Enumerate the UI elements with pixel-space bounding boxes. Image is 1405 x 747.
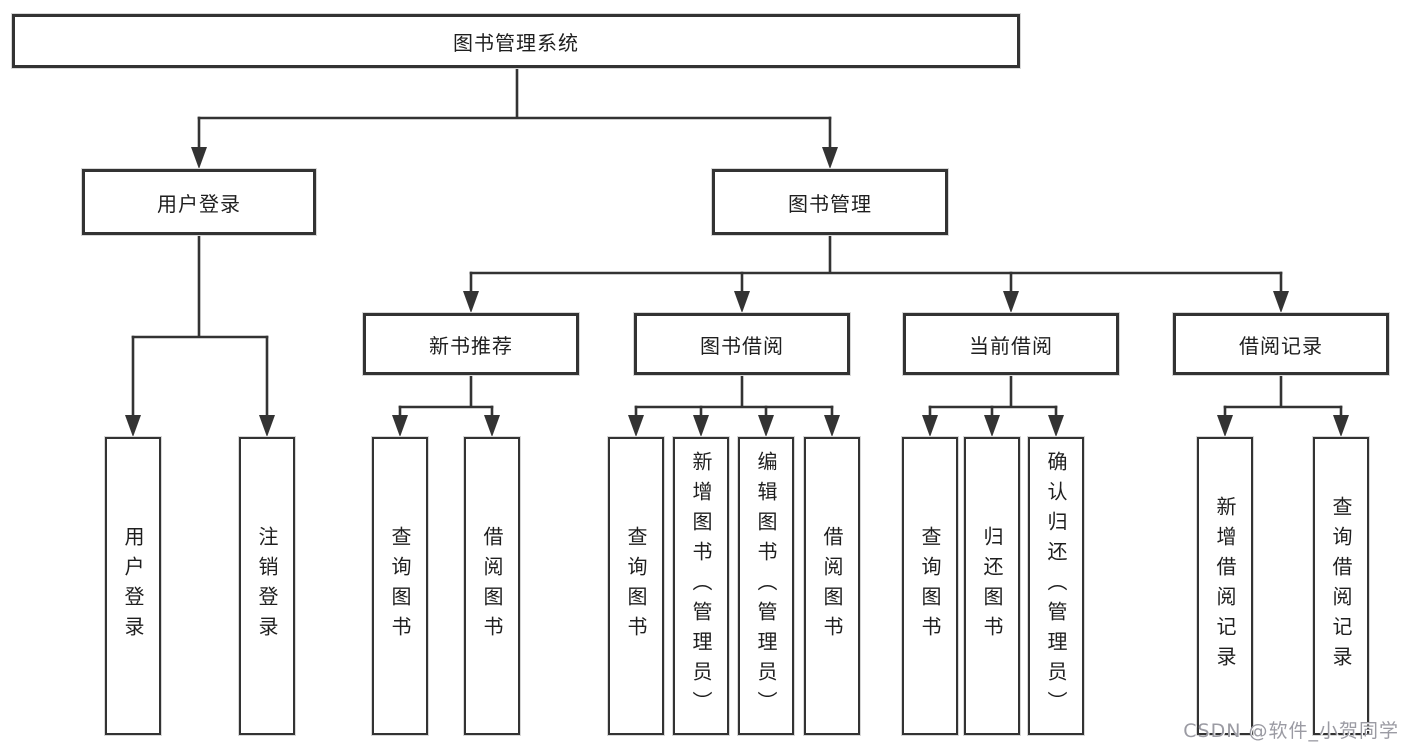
leaf-add-book-admin: 新增图书（管理员）: [673, 437, 729, 735]
leaf-borrow-books-recommend-label: 借阅图书: [480, 526, 504, 646]
leaf-borrow-books: 借阅图书: [804, 437, 860, 735]
leaf-return-books: 归还图书: [964, 437, 1020, 735]
leaf-query-borrow-record-label: 查询借阅记录: [1329, 496, 1353, 676]
connector-new-book-recommend-to-leaves: [392, 373, 500, 437]
leaf-confirm-return-admin-label: 确认归还（管理员）: [1044, 451, 1068, 721]
csdn-watermark: CSDN @软件_小贺同学: [1183, 720, 1399, 742]
leaf-return-books-label: 归还图书: [980, 526, 1004, 646]
leaf-add-book-admin-label: 新增图书（管理员）: [689, 451, 713, 721]
connector-book-borrowing-to-leaves: [628, 373, 840, 437]
node-library-management-system: 图书管理系统: [12, 14, 1020, 68]
node-new-book-recommend: 新书推荐: [363, 313, 579, 375]
leaf-edit-book-admin: 编辑图书（管理员）: [738, 437, 794, 735]
leaf-query-borrow-record: 查询借阅记录: [1313, 437, 1369, 735]
leaf-confirm-return-admin: 确认归还（管理员）: [1028, 437, 1084, 735]
node-book-borrowing: 图书借阅: [634, 313, 850, 375]
leaf-user-login: 用户登录: [105, 437, 161, 735]
node-user-login: 用户登录: [82, 169, 316, 235]
leaf-add-borrow-record-label: 新增借阅记录: [1213, 496, 1237, 676]
leaf-borrow-books-label: 借阅图书: [820, 526, 844, 646]
leaf-edit-book-admin-label: 编辑图书（管理员）: [754, 451, 778, 721]
leaf-borrow-books-recommend: 借阅图书: [464, 437, 520, 735]
leaf-query-books-borrowing: 查询图书: [608, 437, 664, 735]
connector-book-mgmt-to-level3: [463, 233, 1289, 313]
leaf-logout-label: 注销登录: [255, 526, 279, 646]
connector-user-login-to-leaves: [125, 233, 275, 437]
leaf-query-books-recommend: 查询图书: [372, 437, 428, 735]
leaf-add-borrow-record: 新增借阅记录: [1197, 437, 1253, 735]
leaf-query-books-recommend-label: 查询图书: [388, 526, 412, 646]
connector-borrowing-records-to-leaves: [1217, 373, 1349, 437]
node-current-borrowing: 当前借阅: [903, 313, 1119, 375]
node-borrowing-records: 借阅记录: [1173, 313, 1389, 375]
leaf-query-books-borrowing-label: 查询图书: [624, 526, 648, 646]
leaf-user-login-label: 用户登录: [121, 526, 145, 646]
connector-current-borrowing-to-leaves: [922, 373, 1064, 437]
leaf-query-books-current-label: 查询图书: [918, 526, 942, 646]
leaf-logout: 注销登录: [239, 437, 295, 735]
connector-root-to-level2: [191, 66, 838, 169]
leaf-query-books-current: 查询图书: [902, 437, 958, 735]
node-book-management: 图书管理: [712, 169, 948, 235]
